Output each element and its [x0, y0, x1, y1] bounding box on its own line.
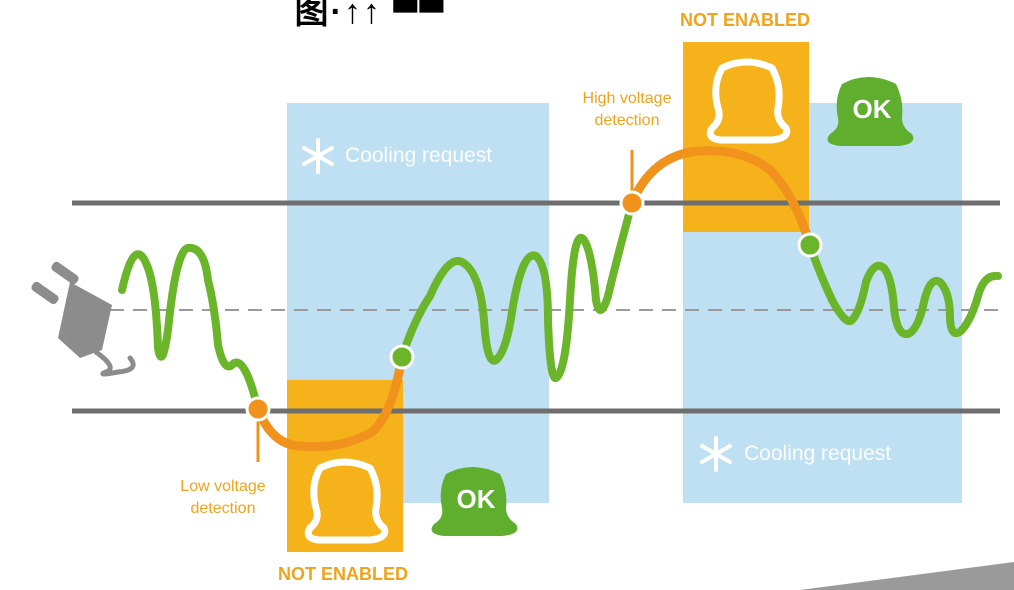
page-title-fragment: 图·↑↑ ▀▀ — [294, 0, 446, 31]
plug-icon — [31, 261, 136, 377]
voltage-wave — [118, 243, 262, 413]
low-voltage-segment — [253, 352, 407, 452]
voltage-wave-end — [806, 241, 1002, 339]
cooling-request-label-2: Cooling request — [744, 442, 892, 465]
high-voltage-detection-dot — [619, 190, 645, 216]
high-voltage-recovery-dot — [797, 232, 823, 258]
snowflake-icon — [700, 436, 732, 472]
compressor-off-icon — [706, 58, 791, 144]
voltage-wave-mid — [398, 199, 636, 382]
low-voltage-detection-dot — [245, 396, 271, 422]
compressor-ok-icon — [431, 467, 518, 536]
low-voltage-recovery-dot — [389, 344, 415, 370]
high-voltage-detection-label: High voltage detection — [582, 90, 672, 129]
snowflake-icon — [302, 138, 334, 174]
compressor-ok-icon — [827, 77, 914, 146]
cooling-request-label-1: Cooling request — [345, 144, 493, 167]
not-enabled-bottom-label: NOT ENABLED — [278, 564, 408, 584]
ok-badge-label-1: OK — [852, 94, 892, 124]
low-voltage-detection-label: Low voltage detection — [180, 478, 266, 517]
compressor-off-icon — [304, 458, 389, 544]
not-enabled-top-label: NOT ENABLED — [680, 10, 810, 30]
ok-badge-label-2: OK — [456, 484, 496, 514]
high-voltage-segment — [627, 146, 815, 250]
decorative-wedge — [800, 562, 1014, 590]
